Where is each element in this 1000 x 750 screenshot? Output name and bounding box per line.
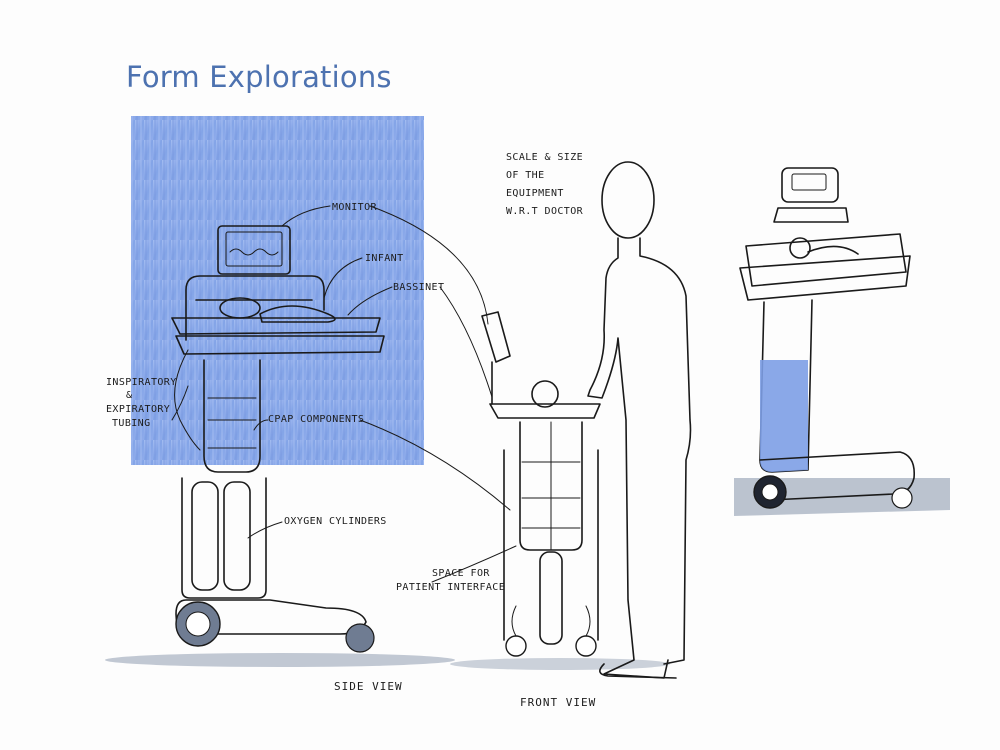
infant-label: INFANT (365, 253, 404, 264)
front-view-sketch (450, 311, 670, 670)
tubing-callout-line (171, 385, 189, 421)
tubing-label-line-3: EXPIRATORY (106, 404, 170, 415)
scale-label-line-1: SCALE & SIZE (506, 152, 583, 163)
monitor-to-tablet-line (369, 205, 489, 325)
bassinet-to-front-line (439, 286, 493, 398)
oxygen-label: OXYGEN CYLINDERS (284, 516, 387, 527)
page-title: Form Explorations (126, 60, 392, 94)
perspective-view-sketch (734, 167, 950, 516)
front-view-floor-shadow (450, 658, 670, 670)
infant-callout-line (323, 257, 363, 299)
monitor-callout-line (281, 205, 331, 227)
side-monitor-screen (225, 231, 283, 267)
doctor-figure (587, 161, 692, 679)
bassinet-label: BASSINET (393, 282, 444, 293)
callout-lines (171, 205, 517, 583)
monitor-label: MONITOR (332, 202, 378, 213)
space-label-line-1: SPACE FOR (432, 568, 490, 579)
bassinet-callout-line (347, 286, 393, 316)
side-oxygen-cylinder-2 (223, 481, 251, 591)
blue-marker-background (131, 116, 424, 465)
side-view-caption: SIDE VIEW (334, 680, 403, 693)
front-oxygen-cylinder (539, 551, 563, 645)
scale-label-line-2: OF THE (506, 170, 545, 181)
tubing-label-line-1: INSPIRATORY (106, 377, 177, 388)
tubing-label-line-2: & (126, 390, 132, 401)
side-view-floor-shadow (105, 653, 455, 667)
cpap-to-front-line (359, 419, 511, 511)
scale-label-line-3: EQUIPMENT (506, 188, 564, 199)
front-view-caption: FRONT VIEW (520, 696, 596, 709)
view-captions: SIDE VIEW FRONT VIEW (334, 680, 596, 709)
scale-label-line-4: W.R.T DOCTOR (506, 206, 584, 217)
oxygen-callout-line (247, 521, 283, 539)
side-oxygen-cylinder-1 (191, 481, 219, 591)
cpap-callout-line (253, 419, 269, 431)
front-tablet-monitor (481, 311, 511, 363)
cpap-label: CPAP COMPONENTS (268, 414, 364, 425)
annotation-labels: MONITOR INFANT BASSINET INSPIRATORY & EX… (106, 152, 584, 593)
tubing-label-line-4: TUBING (112, 418, 151, 429)
space-label-line-2: PATIENT INTERFACE (396, 582, 505, 593)
space-callout-line (431, 545, 517, 583)
side-monitor (217, 225, 291, 275)
